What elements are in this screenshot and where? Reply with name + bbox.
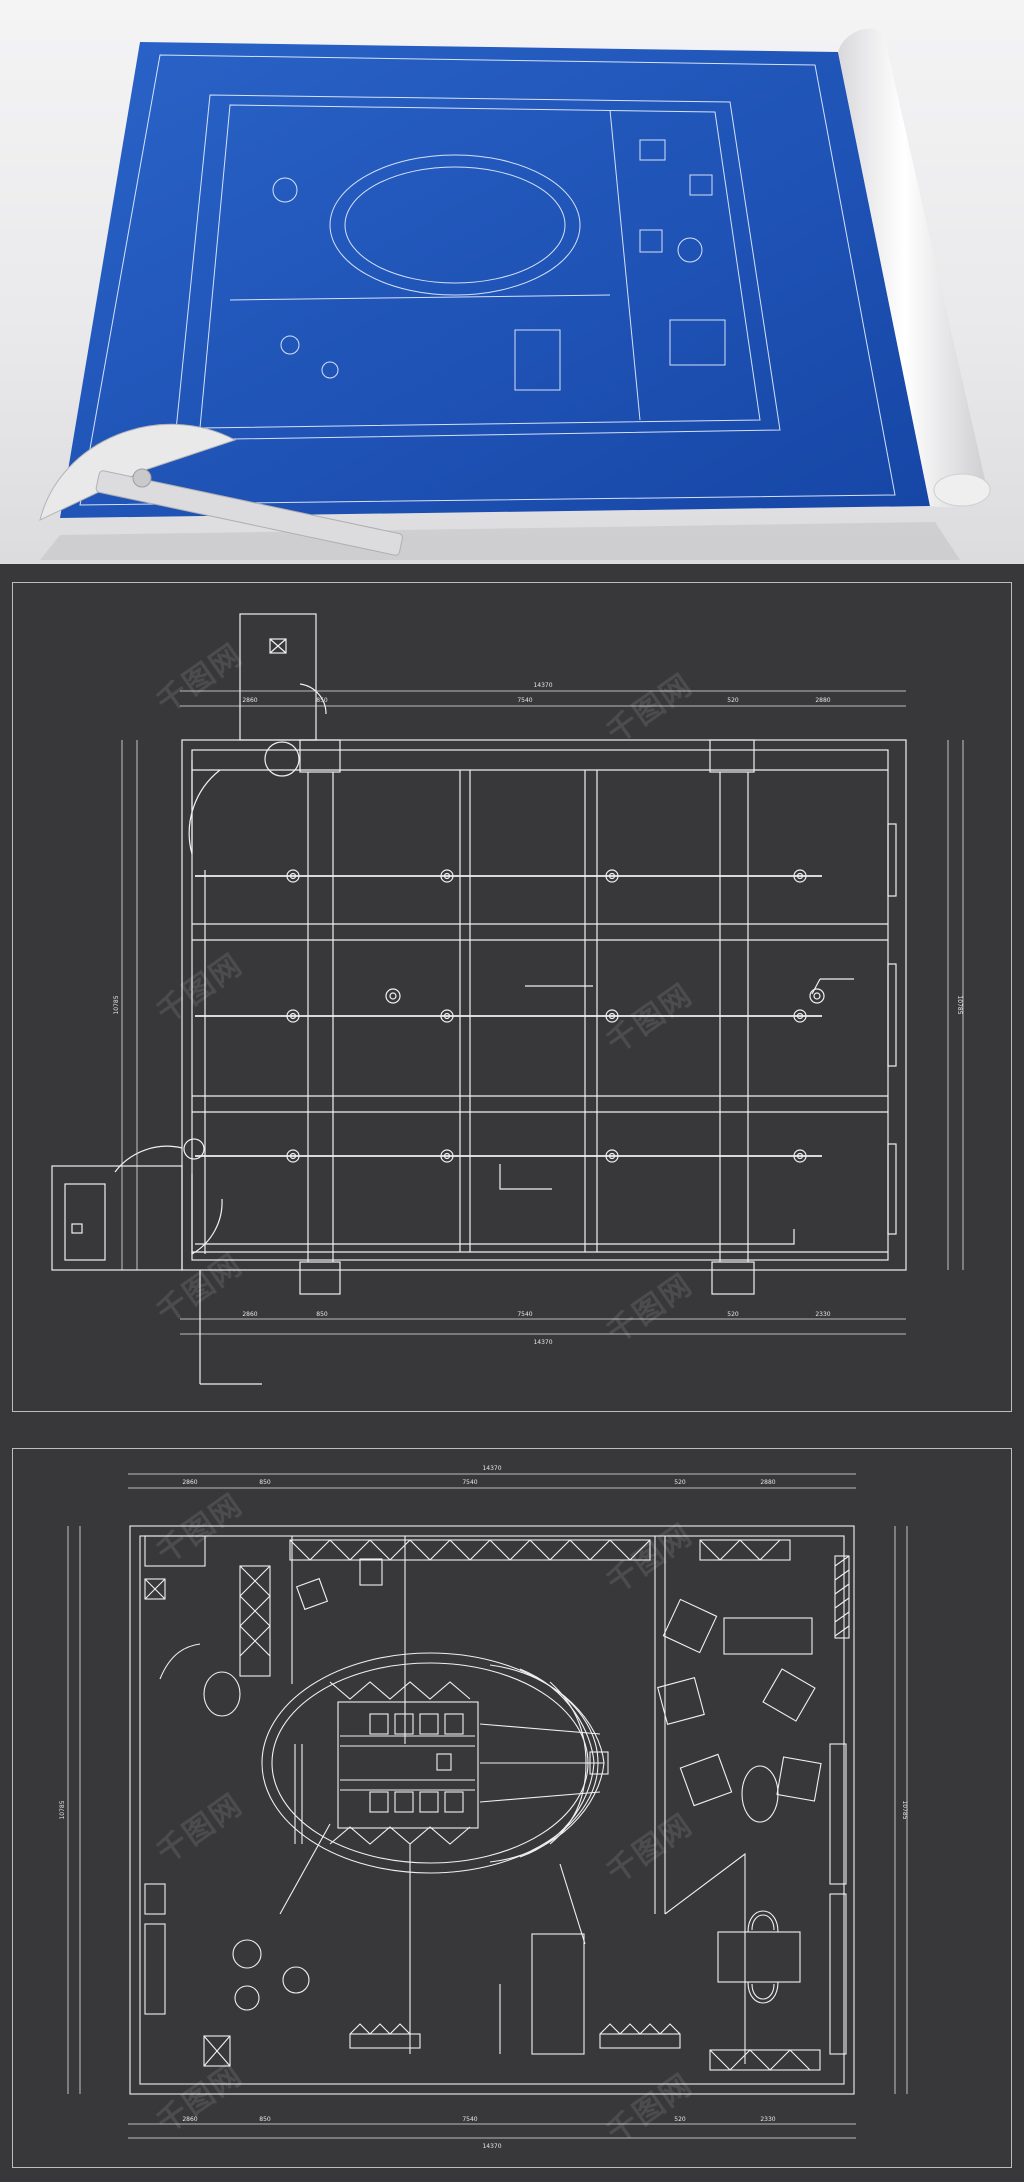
dim-bottom-seg: 520	[674, 2116, 686, 2123]
paper-roll-end	[933, 473, 991, 507]
blueprint-mockup	[39, 28, 991, 560]
dim-top-seg: 2880	[815, 697, 830, 704]
inner-wall	[139, 1535, 845, 2085]
dim-right-overall: 10785	[901, 1800, 908, 1819]
desk	[723, 1617, 813, 1655]
drawing-frame	[12, 1448, 1012, 2168]
dim-bottom-seg: 7540	[517, 1311, 532, 1318]
dim-top-seg: 520	[674, 1479, 686, 1486]
dim-top-seg: 520	[727, 697, 739, 704]
floor-plan-drawing: 14370 2860 850 7540 520 2880 14370 2860 …	[59, 1465, 908, 2150]
floor-plan-panel: 千图网 千图网 千图网 千图网 千图网 千图网	[0, 1424, 1024, 2182]
blueprint-plan-lines	[79, 54, 896, 506]
dim-left-overall: 10785	[59, 1800, 66, 1819]
dim-top-seg: 7540	[462, 1479, 477, 1486]
dim-bottom-seg: 850	[316, 1311, 328, 1318]
dimension-lines	[67, 1473, 908, 2139]
outer-wall	[181, 739, 907, 1271]
dim-left-overall: 10785	[113, 995, 120, 1014]
annex-top	[239, 613, 317, 741]
top-shelving	[289, 1539, 651, 1561]
inner-wall	[191, 749, 889, 1261]
round-table	[741, 1765, 779, 1823]
dim-top-seg: 2880	[760, 1479, 775, 1486]
dim-top-seg: 2860	[242, 697, 257, 704]
left-shelving	[239, 1565, 271, 1677]
dim-right-overall: 10785	[956, 995, 963, 1014]
outer-wall	[129, 1525, 855, 2095]
lounge-chair	[662, 1598, 718, 1654]
sheet-shadow	[40, 522, 960, 560]
dim-bottom-seg: 2330	[815, 1311, 830, 1318]
dim-bottom-seg: 7540	[462, 2116, 477, 2123]
stool	[234, 1985, 260, 2011]
dim-bottom-seg: 520	[727, 1311, 739, 1318]
round-table	[203, 1671, 241, 1717]
meeting-table	[717, 1931, 801, 1983]
ceiling-plan-panel: 千图网 千图网 千图网 千图网 千图网 千图网	[0, 564, 1024, 1424]
dim-top-overall: 14370	[533, 682, 552, 689]
drawing-frame	[12, 582, 1012, 1412]
lounge-chair	[776, 1756, 822, 1802]
column	[709, 739, 755, 773]
lounge-chair	[679, 1753, 733, 1807]
dim-bottom-seg: 2860	[182, 2116, 197, 2123]
ceiling-lights	[286, 869, 825, 1163]
dim-bottom-seg: 2860	[242, 1311, 257, 1318]
ceiling-plan-drawing: 14370 2860 850 7540 520 2880 14370 2860 …	[51, 613, 964, 1385]
dim-top-seg: 7540	[517, 697, 532, 704]
blueprint-sheet	[60, 42, 930, 518]
dim-top-seg: 850	[259, 1479, 271, 1486]
protractor-tool	[39, 423, 403, 556]
column	[299, 1261, 341, 1295]
paper-roll	[838, 28, 986, 508]
stool	[232, 1939, 262, 1969]
dimension-lines	[121, 690, 964, 1335]
cabinet	[531, 1933, 585, 2055]
dim-top-overall: 14370	[482, 1465, 501, 1472]
dim-bottom-seg: 2330	[760, 2116, 775, 2123]
stool	[282, 1966, 310, 1994]
dim-bottom-seg: 850	[259, 2116, 271, 2123]
blueprint-mockup-panel	[0, 0, 1024, 564]
hatched-wall	[834, 1555, 850, 1639]
column	[711, 1261, 755, 1295]
dim-bottom-overall: 14370	[533, 1339, 552, 1346]
lounge-chair	[762, 1668, 816, 1722]
lounge-chair	[657, 1677, 705, 1725]
annex-left	[51, 1165, 183, 1271]
column	[299, 739, 341, 773]
dim-bottom-overall: 14370	[482, 2143, 501, 2150]
dim-top-seg: 2860	[182, 1479, 197, 1486]
dim-top-seg: 850	[316, 697, 328, 704]
